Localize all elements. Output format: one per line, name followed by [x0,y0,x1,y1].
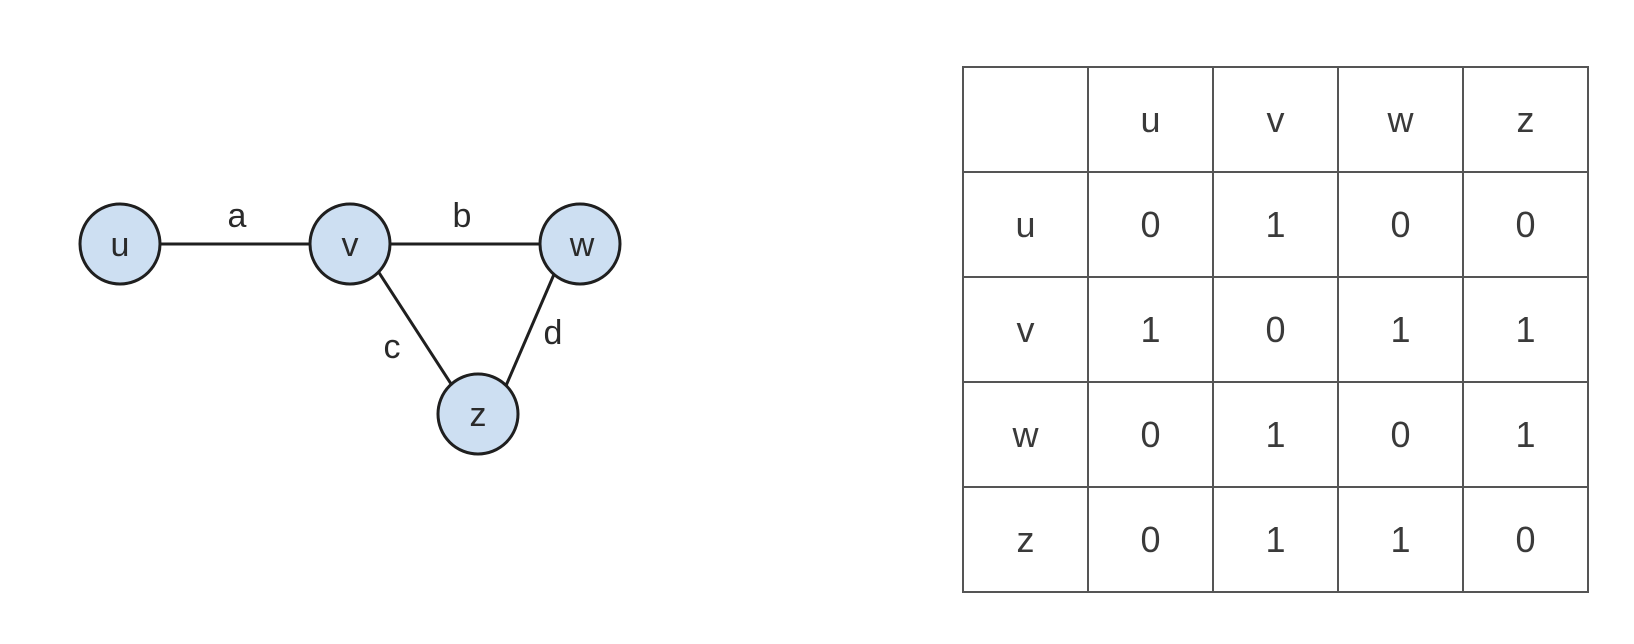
edge-c [374,267,457,391]
node-v: v [308,202,392,286]
edge-d [503,271,557,389]
row-header-w: w [962,381,1089,488]
matrix-row-v: v 1 0 1 1 [962,276,1589,383]
matrix-cell: 1 [1212,486,1339,593]
node-label-u: u [111,226,130,264]
column-header-w: w [1337,66,1464,173]
column-header-v: v [1212,66,1339,173]
matrix-row-w: w 0 1 0 1 [962,381,1589,488]
matrix-cell: 1 [1337,486,1464,593]
matrix-cell: 0 [1337,171,1464,278]
matrix-cell: 0 [1462,486,1589,593]
matrix-cell: 0 [1087,486,1214,593]
matrix-cell: 1 [1462,381,1589,488]
node-label-v: v [342,226,359,264]
corner-cell [962,66,1089,173]
matrix-row-z: z 0 1 1 0 [962,486,1589,593]
row-header-z: z [962,486,1089,593]
matrix-cell: 0 [1087,381,1214,488]
row-header-v: v [962,276,1089,383]
matrix-cell: 0 [1462,171,1589,278]
node-label-w: w [569,226,595,264]
matrix-cell: 1 [1212,381,1339,488]
matrix-cell: 1 [1212,171,1339,278]
column-header-z: z [1462,66,1589,173]
matrix-cell: 0 [1337,381,1464,488]
matrix-row-u: u 0 1 0 0 [962,171,1589,278]
matrix-cell: 0 [1212,276,1339,383]
node-u: u [78,202,162,286]
graph-diagram: a b c d u v w z [78,197,622,456]
edge-label-b: b [453,197,472,235]
node-w: w [538,202,622,286]
edge-label-d: d [544,314,563,352]
matrix-cell: 0 [1087,171,1214,278]
node-z: z [436,372,520,456]
matrix-cell: 1 [1462,276,1589,383]
column-header-u: u [1087,66,1214,173]
matrix-cell: 1 [1337,276,1464,383]
adjacency-matrix: u v w z u 0 1 0 0 v 1 0 1 1 w 0 1 0 1 z … [962,66,1589,593]
edge-label-a: a [228,197,247,235]
row-header-u: u [962,171,1089,278]
matrix-cell: 1 [1087,276,1214,383]
edge-label-c: c [384,328,401,366]
node-label-z: z [470,396,487,434]
header-row: u v w z [962,66,1589,173]
